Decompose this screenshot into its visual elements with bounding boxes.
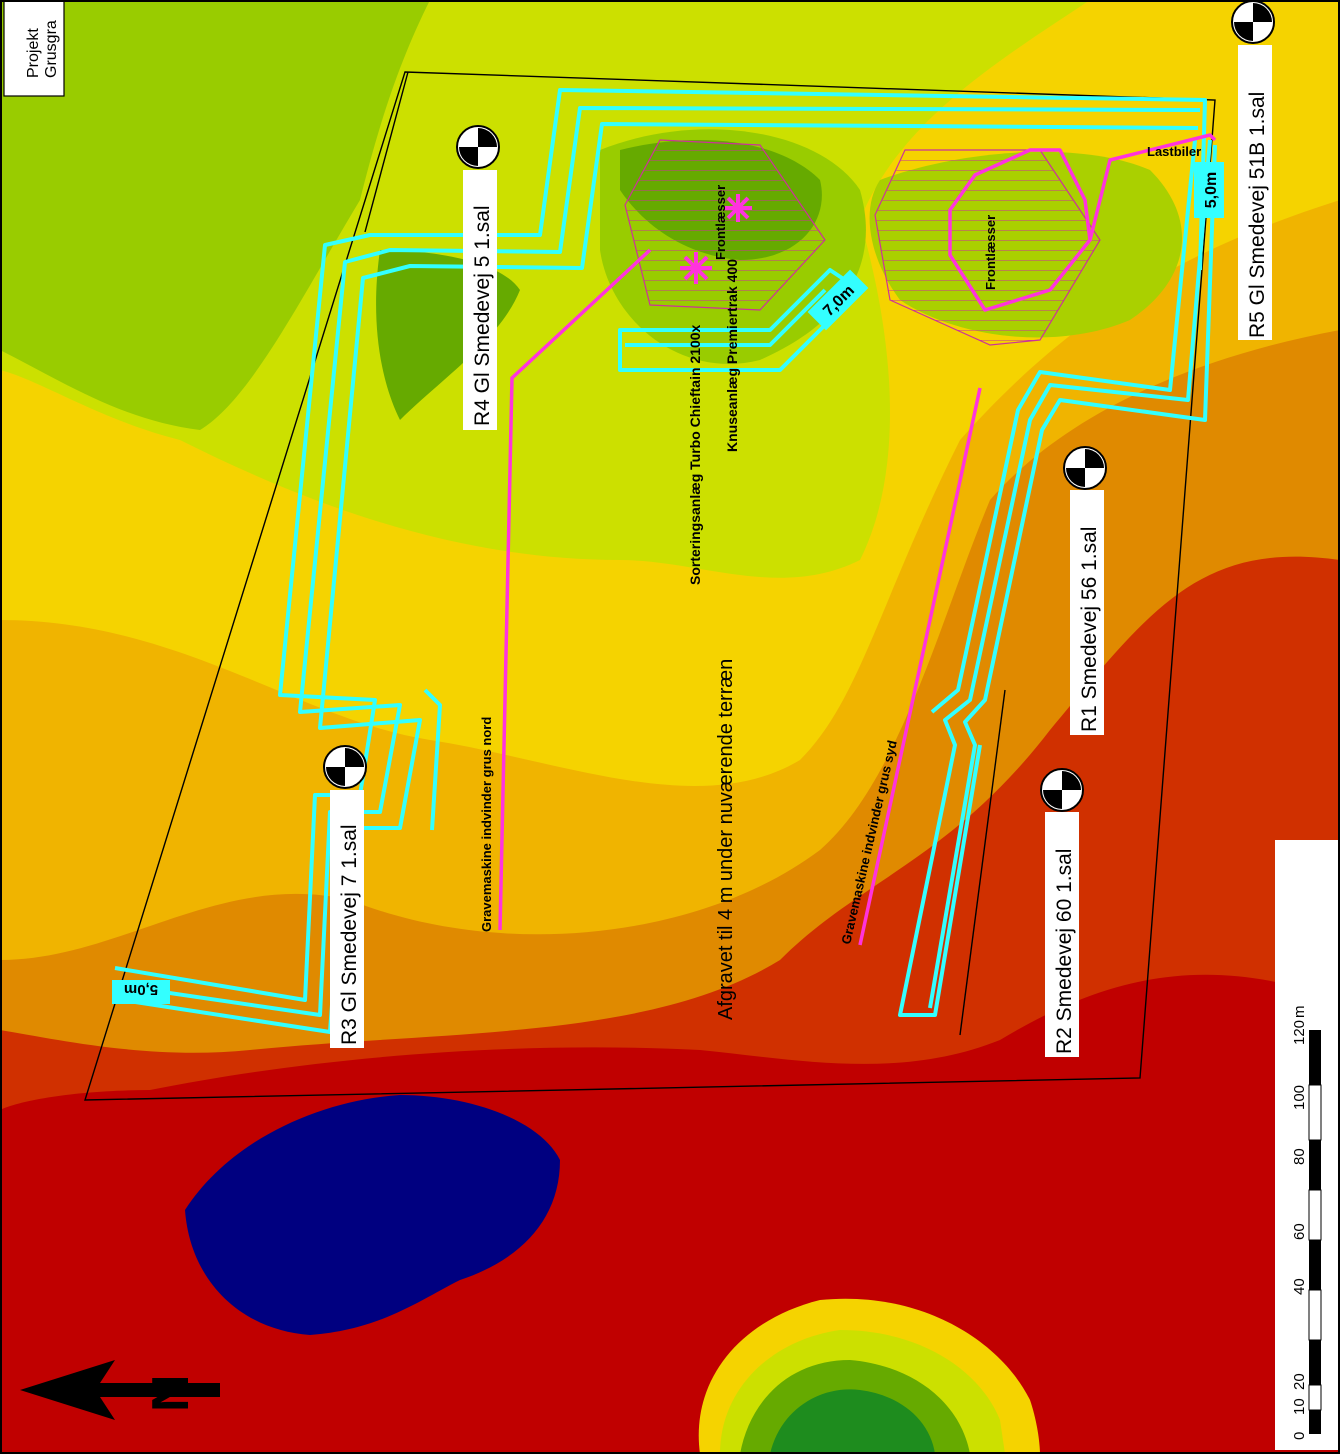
svg-text:N: N (142, 1374, 200, 1412)
scale-tick-80: 80 (1291, 1148, 1308, 1165)
receiver-r4: R4 Gl Smedevej 5 1.sal (456, 125, 500, 430)
source-area-frontlaesser (874, 149, 1101, 346)
project-title-box: Projekt Grusgra (3, 0, 65, 97)
scale-tick-40: 40 (1291, 1278, 1308, 1295)
scale-tick-100: 100 (1291, 1085, 1308, 1110)
label-frontlaesser-2: Frontlæsser (983, 215, 998, 290)
scale-bar-segment (1308, 1084, 1322, 1141)
receiver-r5: R5 Gl Smedevej 51B 1.sal (1231, 0, 1275, 340)
svg-text:Grusgra: Grusgra (43, 20, 60, 78)
receiver-r3: R3 Gl Smedevej 7 1.sal (323, 745, 367, 1048)
svg-text:R4 Gl Smedevej 5 1.sal: R4 Gl Smedevej 5 1.sal (471, 205, 494, 426)
label-grave-nord: Gravemaskine indvinder grus nord (479, 717, 494, 932)
scale-bar: 0 10 20 40 60 80 100 120 m (1275, 840, 1340, 1450)
label-afgravet: Afgravet til 4 m under nuværende terræn (715, 659, 737, 1020)
barrier-label-5m-east: 5,0m (1194, 162, 1224, 218)
svg-text:5,0m: 5,0m (124, 981, 158, 998)
svg-text:R1 Smedevej 56 1.sal: R1 Smedevej 56 1.sal (1078, 527, 1101, 732)
noise-barriers (114, 88, 1217, 1034)
point-source-knuse (724, 194, 752, 222)
svg-text:R3 Gl Smedevej 7 1.sal: R3 Gl Smedevej 7 1.sal (338, 824, 361, 1045)
svg-text:R5 Gl Smedevej 51B 1.sal: R5 Gl Smedevej 51B 1.sal (1246, 92, 1269, 338)
scale-bar-segment (1308, 1384, 1322, 1411)
receiver-r2: R2 Smedevej 60 1.sal (1040, 768, 1084, 1057)
barrier-label-5m-west: 5,0m (112, 980, 170, 1004)
label-lastbiler: Lastbiler (1147, 144, 1201, 159)
scale-bar-segment (1309, 1240, 1321, 1290)
svg-text:Projekt: Projekt (25, 28, 42, 78)
scale-tick-10: 10 (1291, 1398, 1308, 1415)
source-lines (498, 133, 1217, 946)
receiver-r5-icon (1231, 0, 1275, 44)
svg-text:R2 Smedevej 60 1.sal: R2 Smedevej 60 1.sal (1053, 849, 1076, 1054)
scale-tick-60: 60 (1291, 1223, 1308, 1240)
scale-tick-20: 20 (1291, 1373, 1308, 1390)
receiver-r1-icon (1063, 446, 1107, 490)
svg-text:5,0m: 5,0m (1203, 172, 1220, 208)
water-body (185, 1095, 560, 1335)
point-source-sortering (680, 252, 712, 284)
label-frontlaesser-1: Frontlæsser (713, 185, 728, 260)
scale-unit: m (1291, 1006, 1308, 1019)
scale-bar-segment (1309, 1410, 1321, 1434)
scale-bar-segment (1309, 1340, 1321, 1385)
label-knuse: Knuseanlæg Premiertrak 400 (724, 259, 740, 452)
receiver-r3-icon (323, 745, 367, 789)
scale-bar-segment (1308, 1189, 1322, 1241)
scale-bar-segment (1308, 1289, 1322, 1341)
north-arrow-icon (20, 1360, 220, 1420)
receiver-r1: R1 Smedevej 56 1.sal (1063, 446, 1107, 735)
scale-bar-segment (1309, 1140, 1321, 1190)
scale-tick-120: 120 (1291, 1020, 1308, 1045)
label-sortering: Sorteringsanlæg Turbo Chieftain 2100x (687, 324, 703, 585)
scale-bar-segment (1309, 1030, 1321, 1085)
receiver-r2-icon (1040, 768, 1084, 812)
source-area-sortering (624, 139, 826, 311)
receiver-r4-icon (456, 125, 500, 169)
site-boundary (84, 71, 1216, 1101)
scale-tick-0: 0 (1291, 1432, 1308, 1440)
north-arrow: N (20, 1360, 220, 1420)
